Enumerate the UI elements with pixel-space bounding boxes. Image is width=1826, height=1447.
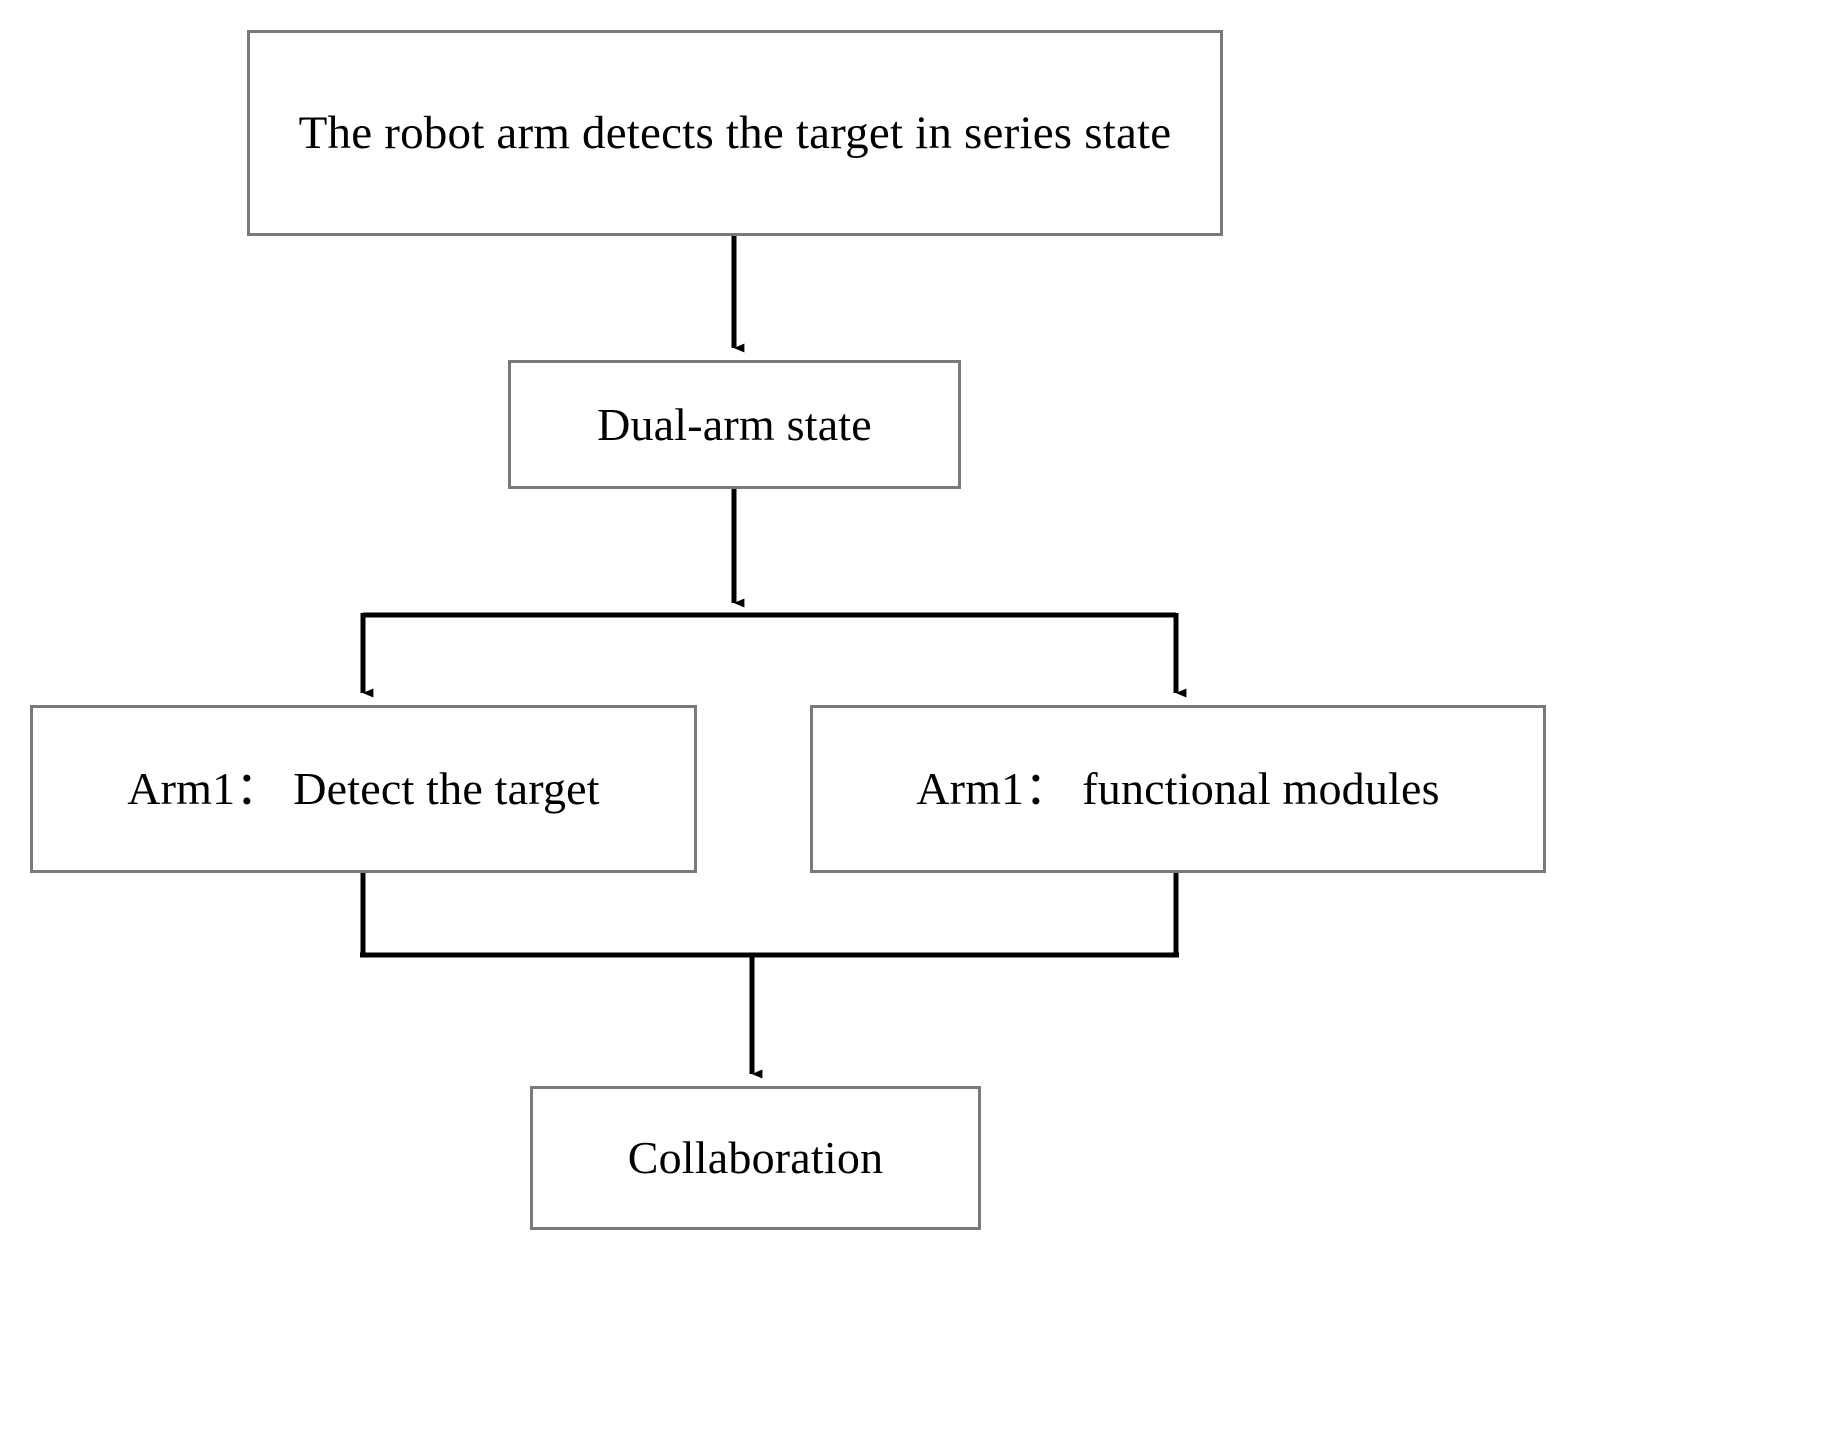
- node-dual-arm-state: Dual-arm state: [508, 360, 961, 489]
- node-dual-arm-state-label: Dual-arm state: [597, 398, 872, 450]
- node-collaboration: Collaboration: [530, 1086, 981, 1230]
- node-arm-right-label: Arm1： functional modules: [916, 763, 1440, 815]
- node-collaboration-label: Collaboration: [627, 1132, 884, 1184]
- node-arm-left-detect-target: Arm1： Detect the target: [30, 705, 697, 873]
- node-start-label: The robot arm detects the target in seri…: [298, 106, 1172, 159]
- node-arm-right-functional-modules: Arm1： functional modules: [810, 705, 1546, 873]
- node-start-detect-target: The robot arm detects the target in seri…: [247, 30, 1223, 236]
- node-arm-left-label: Arm1： Detect the target: [127, 763, 600, 815]
